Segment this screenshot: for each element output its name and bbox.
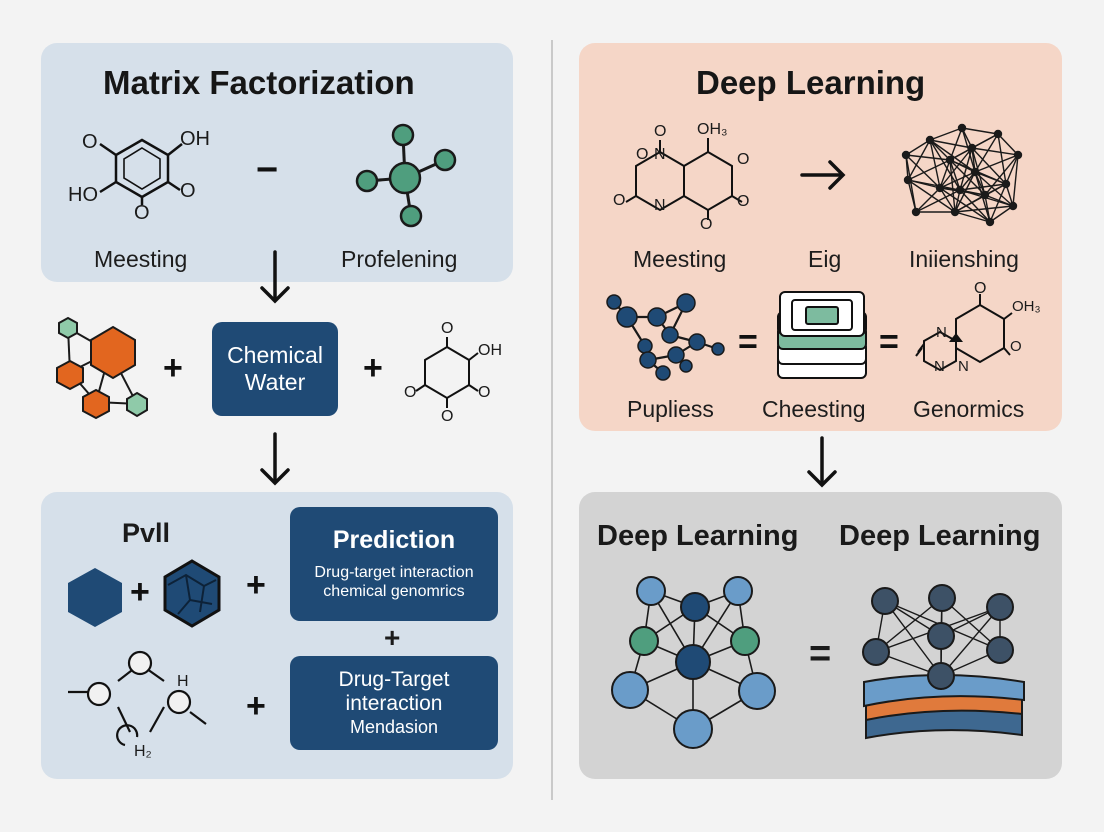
atom-label: O xyxy=(737,151,750,168)
atom-label: OH₃ xyxy=(1012,298,1041,315)
atom-label: O xyxy=(613,192,626,209)
atom-label: HO xyxy=(68,184,98,206)
atom-label: N xyxy=(958,358,969,375)
atom-label: N xyxy=(936,324,947,341)
atom-label: O xyxy=(180,180,196,202)
plus-operator: + xyxy=(363,349,383,387)
vertical-divider xyxy=(551,40,553,800)
atom-label: O xyxy=(636,146,649,163)
plus-operator: + xyxy=(246,687,266,725)
pupliess-label: Pupliess xyxy=(627,396,714,422)
pvll-label: Pvll xyxy=(122,518,171,548)
profelening-label: Profelening xyxy=(341,246,458,272)
drug-target-box: Drug-Target interaction Mendasion xyxy=(290,656,498,750)
prediction-title: Prediction xyxy=(332,526,456,555)
plus-operator: + xyxy=(130,573,150,611)
deep-learning-title-left: Deep Learning xyxy=(597,520,799,552)
atom-label: O xyxy=(404,384,417,401)
box-line: Chemical xyxy=(227,341,323,368)
eig-label: Eig xyxy=(808,246,842,272)
equals-operator: = xyxy=(879,323,899,361)
atom-label: O xyxy=(478,384,491,401)
atom-label: O xyxy=(441,320,454,337)
deep-learning-title: Deep Learning xyxy=(696,64,926,101)
plus-operator: + xyxy=(384,622,401,653)
meesting-label: Meesting xyxy=(94,246,188,272)
atom-label: OH₃ xyxy=(697,121,728,138)
atom-label: H xyxy=(177,673,189,690)
dt-line: Mendasion xyxy=(349,717,439,738)
genormics-label: Genormics xyxy=(913,396,1025,422)
atom-label: O xyxy=(974,280,987,297)
plus-operator: + xyxy=(246,566,266,604)
atom-label: O xyxy=(654,123,667,140)
atom-label: O xyxy=(82,131,98,153)
prediction-line: chemical genomrics xyxy=(323,582,465,600)
atom-label: O xyxy=(700,216,713,233)
atom-label: O xyxy=(1010,338,1022,355)
cheesting-label: Cheesting xyxy=(762,396,866,422)
atom-label: N xyxy=(654,146,666,163)
dt-line: interaction xyxy=(345,692,443,716)
meesting-label: Meesting xyxy=(633,246,727,272)
matrix-factorization-title: Matrix Factorization xyxy=(103,64,415,101)
atom-label: OH xyxy=(180,128,210,150)
atom-label: H₂ xyxy=(134,743,152,760)
prediction-line: Drug-target interaction xyxy=(314,563,474,581)
equals-operator: = xyxy=(809,633,832,675)
atom-label: O xyxy=(737,193,750,210)
equals-operator: = xyxy=(738,323,758,361)
atom-label: OH xyxy=(478,342,502,359)
iniienshing-label: Iniienshing xyxy=(909,246,1019,272)
deep-learning-title-right: Deep Learning xyxy=(839,520,1041,552)
box-line: Water xyxy=(244,369,306,395)
minus-operator: − xyxy=(256,149,279,191)
atom-label: N xyxy=(654,197,666,214)
prediction-box: Prediction Drug-target interaction chemi… xyxy=(290,507,498,621)
dt-line: Drug-Target xyxy=(338,667,450,691)
atom-label: O xyxy=(441,408,454,425)
chemical-water-box: Chemical Water xyxy=(212,322,338,416)
plus-operator: + xyxy=(163,349,183,387)
atom-label: N xyxy=(934,358,945,375)
atom-label: O xyxy=(134,202,150,224)
